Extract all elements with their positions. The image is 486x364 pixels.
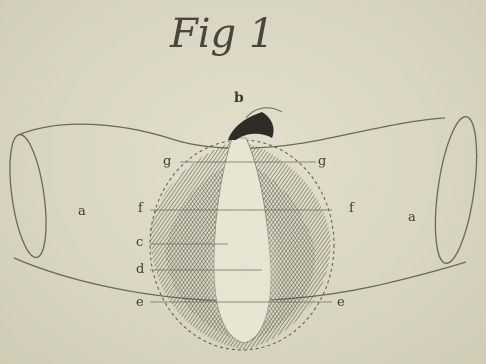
label-g-left: g <box>163 155 171 168</box>
label-f-right: f <box>349 202 354 215</box>
label-f-left: f <box>138 202 143 215</box>
label-d-left: d <box>136 263 144 276</box>
label-g-right: g <box>318 155 326 168</box>
label-e-right: e <box>337 296 345 309</box>
label-a-right: a <box>408 211 416 224</box>
figure-title: Fig 1 <box>170 14 320 74</box>
top-stump <box>228 112 274 140</box>
label-e-left: e <box>136 296 144 309</box>
label-c-left: c <box>136 236 143 249</box>
label-a-left: a <box>78 205 86 218</box>
label-b: b <box>234 91 244 105</box>
